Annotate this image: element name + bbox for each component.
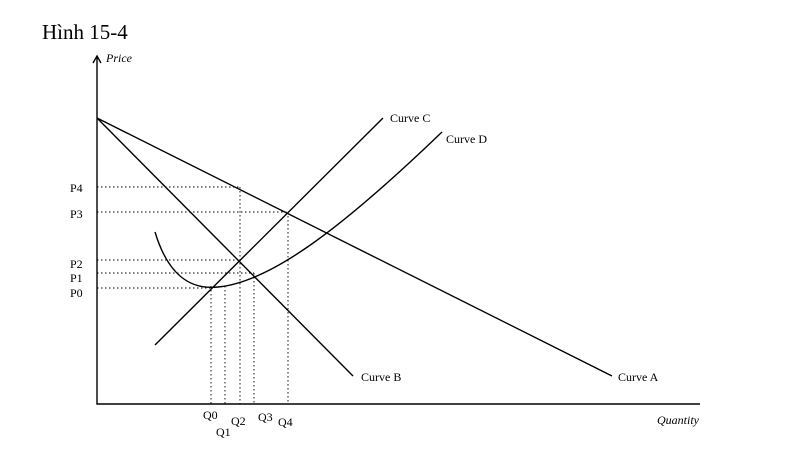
p2-label: P2 (70, 257, 83, 271)
axes (96, 57, 700, 405)
figure-title: Hình 15-4 (42, 20, 128, 44)
q2-label: Q2 (231, 414, 246, 428)
q4-label: Q4 (278, 415, 293, 429)
p1-label: P1 (70, 271, 83, 285)
p0-label: P0 (70, 286, 83, 300)
curve-a-label: Curve A (618, 370, 659, 384)
curve-d-label: Curve D (446, 132, 487, 146)
y-axis-arrow (92, 54, 102, 64)
p4-label: P4 (70, 181, 83, 195)
curve-a-line (96, 117, 613, 377)
curve-c-label: Curve C (390, 111, 430, 125)
p3-label: P3 (70, 207, 83, 221)
q0-label: Q0 (203, 408, 218, 422)
q3-label: Q3 (258, 410, 273, 424)
curve-b-line (96, 117, 354, 377)
y-axis-label: Price (105, 51, 133, 65)
q1-label: Q1 (216, 425, 231, 439)
curve-c-line (154, 117, 384, 346)
curve-d-line (154, 131, 443, 289)
curve-b-label: Curve B (361, 370, 401, 384)
x-axis-label: Quantity (657, 413, 700, 427)
